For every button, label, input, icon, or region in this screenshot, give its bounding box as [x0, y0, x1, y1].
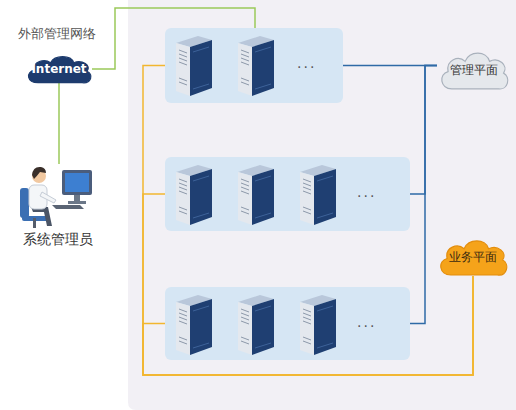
management-plane-label: 管理平面: [450, 63, 498, 77]
more-servers: ...: [297, 55, 316, 72]
server-icon: [238, 295, 274, 355]
network-cloud: Internet 外部管理网络: [10, 25, 104, 85]
service-plane-label: 业务平面: [449, 250, 497, 264]
server-group: ...: [165, 287, 410, 360]
service-plane-cloud: 业务平面: [436, 236, 510, 278]
management-plane-cloud: 管理平面: [437, 48, 511, 92]
network-name: Internet: [31, 62, 86, 76]
cloud-path: [442, 53, 508, 89]
server-icon: [176, 295, 212, 355]
server-group: ...: [165, 28, 343, 103]
server-icon: [176, 165, 212, 225]
network-heading: 外部管理网络: [10, 26, 104, 42]
server-icon: [238, 165, 274, 225]
cloud-outline: 业务平面: [436, 236, 510, 278]
more-servers: ...: [357, 314, 376, 331]
administrator-label: 系统管理员: [10, 231, 105, 248]
network-link: [343, 65, 437, 67]
server-group: ...: [165, 157, 410, 231]
cloud-path: [441, 241, 507, 275]
server-icon: [176, 36, 212, 96]
server-icon: [300, 295, 336, 355]
cloud-outline: Internet: [24, 53, 94, 85]
data-center-panel: [128, 0, 516, 410]
administrator-figure: [20, 167, 92, 228]
network-link: [143, 66, 473, 376]
network-link: [58, 83, 60, 164]
network-link: [410, 66, 437, 324]
administrator: 系统管理员: [10, 160, 105, 252]
cloud-path: [29, 57, 91, 83]
server-icon: [300, 165, 336, 225]
network-link: [143, 276, 473, 375]
more-servers: ...: [357, 184, 376, 201]
network-link: [410, 66, 437, 194]
server-icon: [238, 36, 274, 96]
cloud-outline: 管理平面: [437, 48, 511, 92]
